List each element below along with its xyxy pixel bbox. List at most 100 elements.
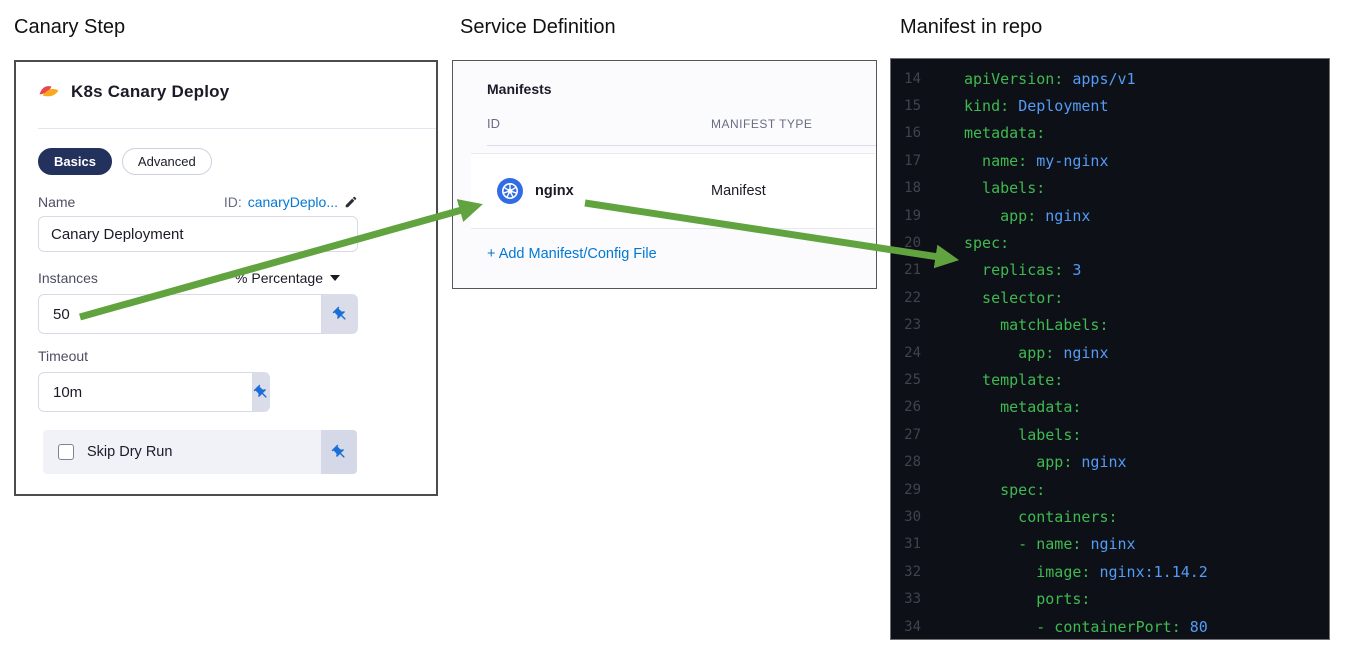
instances-pin-button[interactable] — [322, 294, 358, 334]
line-number: 27 — [904, 426, 921, 443]
code-text: name: my-nginx — [964, 151, 1109, 170]
id-prefix: ID: — [223, 194, 242, 210]
manifests-panel: Manifests ID MANIFEST TYPE nginx Ma — [452, 60, 877, 289]
line-number: 21 — [904, 262, 921, 279]
line-number: 25 — [904, 371, 921, 388]
manifests-title: Manifests — [487, 81, 552, 97]
code-line: 23 matchLabels: — [891, 312, 1329, 339]
code-line: 20 spec: — [891, 229, 1329, 256]
line-number: 20 — [904, 235, 921, 252]
add-manifest-link[interactable]: + Add Manifest/Config File — [487, 246, 657, 262]
line-number: 14 — [904, 70, 921, 87]
pushpin-icon — [331, 444, 344, 458]
code-line: 18 labels: — [891, 175, 1329, 202]
timeout-label: Timeout — [38, 348, 89, 364]
step-title: K8s Canary Deploy — [71, 82, 230, 101]
code-line: 19 app: nginx — [891, 202, 1329, 229]
code-text: replicas: 3 — [964, 261, 1082, 280]
line-number: 17 — [904, 152, 921, 169]
code-text: - containerPort: 80 — [964, 617, 1208, 636]
timeout-input[interactable] — [38, 372, 253, 412]
pushpin-icon — [253, 384, 267, 398]
skip-dry-run-checkbox[interactable] — [58, 444, 74, 460]
code-text: matchLabels: — [964, 316, 1109, 335]
code-line: 25 template: — [891, 366, 1329, 393]
line-number: 31 — [904, 536, 921, 553]
kubernetes-icon — [497, 178, 523, 204]
name-input[interactable] — [38, 216, 358, 252]
skip-dry-run-pin-button[interactable] — [321, 430, 357, 474]
instances-input[interactable] — [38, 294, 322, 334]
code-text: apiVersion: apps/v1 — [964, 69, 1136, 88]
code-line: 28 app: nginx — [891, 448, 1329, 475]
code-line: 17 name: my-nginx — [891, 147, 1329, 174]
line-number: 19 — [904, 207, 921, 224]
column-header-manifest-type: MANIFEST TYPE — [711, 117, 813, 131]
instances-unit-dropdown[interactable]: % Percentage — [235, 270, 340, 286]
code-line: 31 - name: nginx — [891, 531, 1329, 558]
heading-manifest-in-repo: Manifest in repo — [900, 16, 1043, 38]
line-number: 26 — [904, 399, 921, 416]
code-text: spec: — [964, 234, 1010, 253]
line-number: 29 — [904, 481, 921, 498]
step-tabs: Basics Advanced — [38, 148, 212, 175]
timeout-pin-button[interactable] — [253, 372, 270, 412]
code-line: 22 selector: — [891, 284, 1329, 311]
line-number: 18 — [904, 180, 921, 197]
line-number: 22 — [904, 289, 921, 306]
line-number: 30 — [904, 508, 921, 525]
code-text: template: — [964, 370, 1064, 389]
code-line: 16 metadata: — [891, 120, 1329, 147]
code-line: 24 app: nginx — [891, 339, 1329, 366]
code-text: containers: — [964, 507, 1118, 526]
code-line: 27 labels: — [891, 421, 1329, 448]
code-text: - name: nginx — [964, 535, 1136, 554]
line-number: 33 — [904, 591, 921, 608]
tab-basics[interactable]: Basics — [38, 148, 112, 175]
code-line: 14 apiVersion: apps/v1 — [891, 65, 1329, 92]
code-text: metadata: — [964, 124, 1046, 143]
code-text: labels: — [964, 425, 1082, 444]
tab-advanced[interactable]: Advanced — [121, 148, 212, 175]
skip-dry-run-label: Skip Dry Run — [87, 444, 173, 460]
pencil-edit-icon[interactable] — [344, 195, 358, 209]
line-number: 16 — [904, 125, 921, 142]
manifest-table-row[interactable]: nginx Manifest — [471, 153, 875, 229]
line-number: 28 — [904, 454, 921, 471]
name-label: Name — [38, 194, 76, 210]
instances-unit-label: % Percentage — [235, 270, 323, 286]
heading-service-definition: Service Definition — [460, 16, 616, 38]
manifest-id: nginx — [535, 183, 574, 199]
column-header-id: ID — [487, 116, 500, 131]
code-text: selector: — [964, 288, 1064, 307]
skip-dry-run-row: Skip Dry Run — [43, 430, 357, 474]
canary-bird-icon — [39, 86, 59, 97]
code-line: 30 containers: — [891, 503, 1329, 530]
instances-label: Instances — [38, 270, 98, 286]
code-text: app: nginx — [964, 206, 1091, 225]
code-line: 26 metadata: — [891, 394, 1329, 421]
divider — [38, 128, 436, 129]
line-number: 34 — [904, 618, 921, 635]
canary-step-panel: K8s Canary Deploy Basics Advanced Name I… — [14, 60, 438, 496]
line-number: 32 — [904, 563, 921, 580]
code-text: app: nginx — [964, 343, 1109, 362]
step-id-link[interactable]: canaryDeplo... — [247, 194, 338, 210]
code-line: 33 ports: — [891, 585, 1329, 612]
code-text: app: nginx — [964, 453, 1127, 472]
divider — [487, 145, 876, 146]
code-text: metadata: — [964, 398, 1082, 417]
manifest-type: Manifest — [711, 183, 766, 199]
line-number: 23 — [904, 317, 921, 334]
code-line: 34 - containerPort: 80 — [891, 613, 1329, 640]
step-header: K8s Canary Deploy — [38, 82, 229, 102]
line-number: 24 — [904, 344, 921, 361]
code-line: 29 spec: — [891, 476, 1329, 503]
line-number: 15 — [904, 98, 921, 115]
heading-canary-step: Canary Step — [14, 16, 126, 38]
code-text: ports: — [964, 590, 1091, 609]
code-line: 21 replicas: 3 — [891, 257, 1329, 284]
